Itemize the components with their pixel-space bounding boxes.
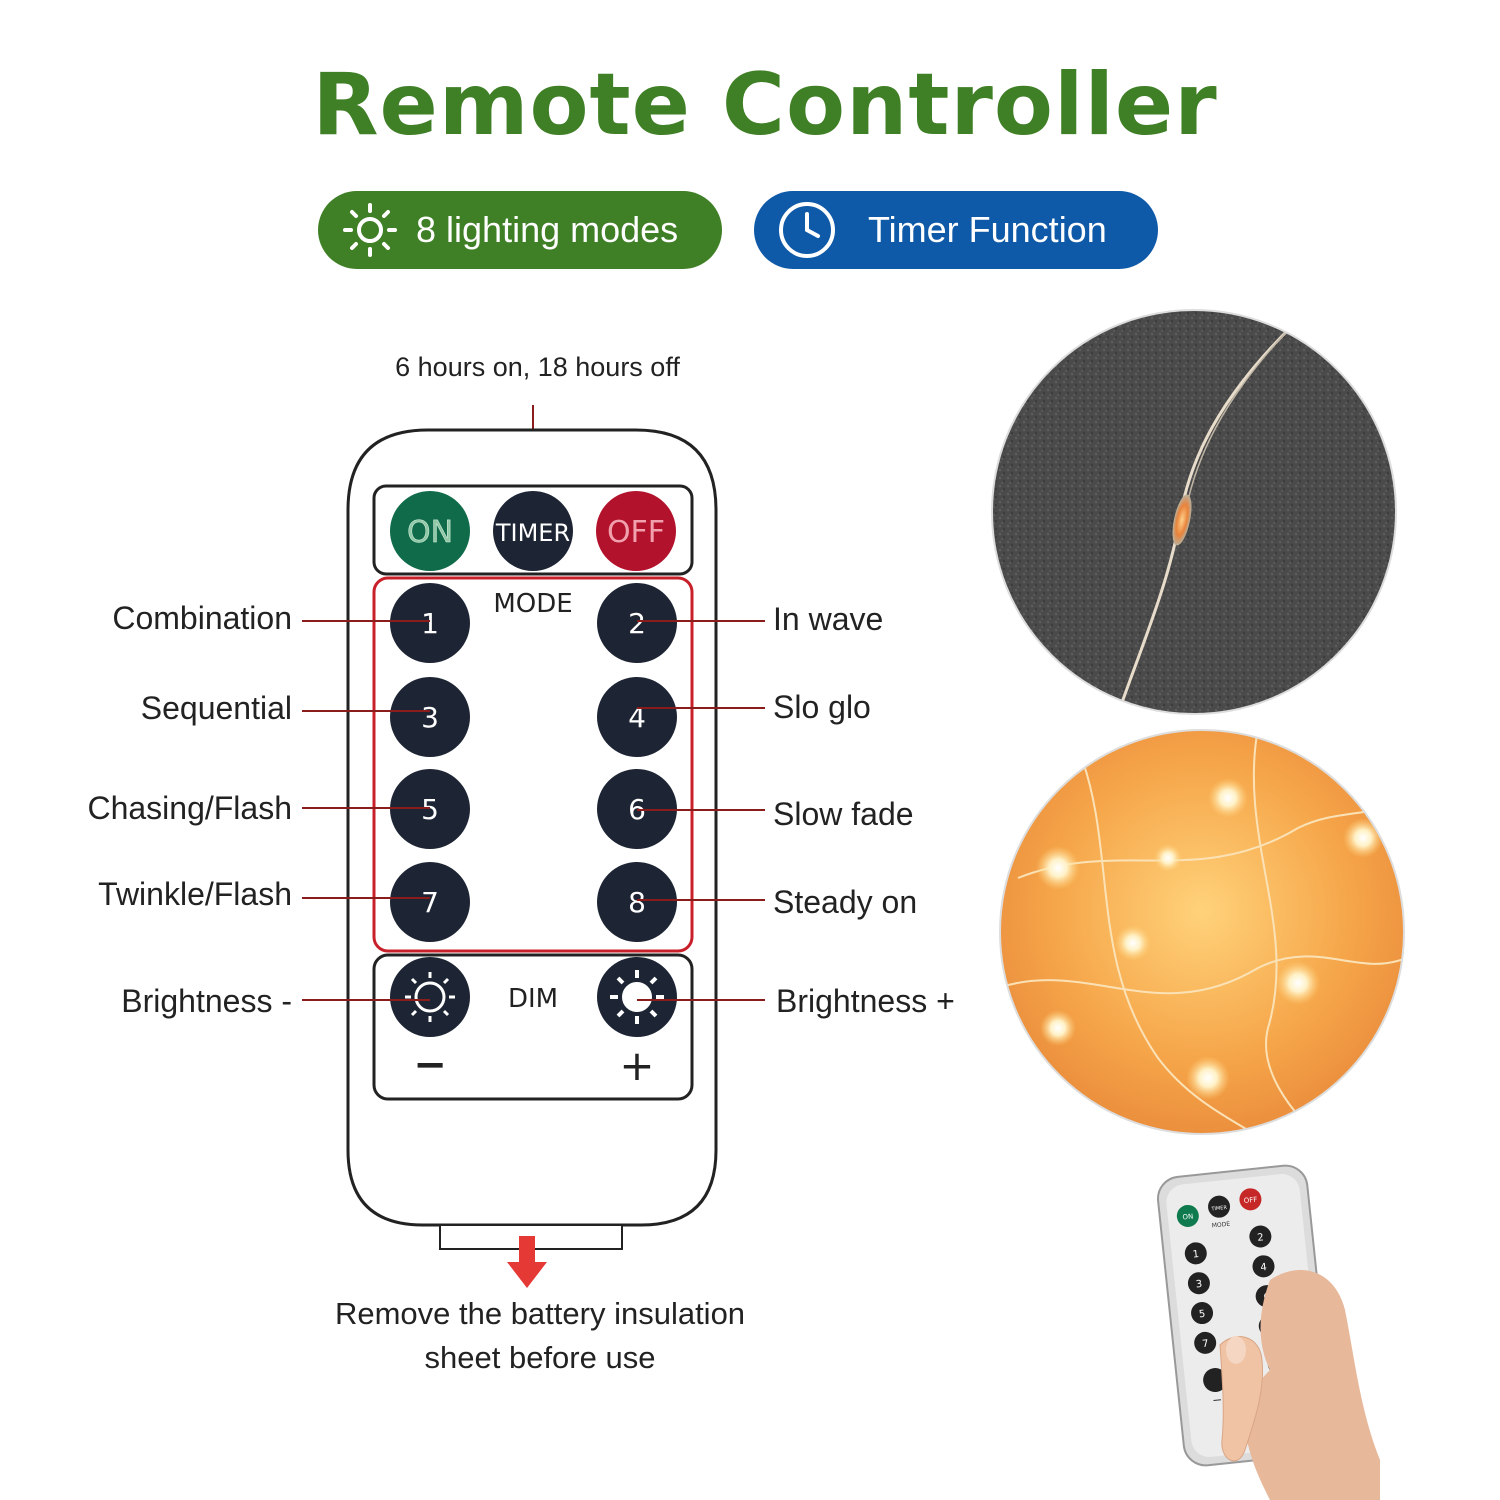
hand-mode-button-label-1: 1 xyxy=(1192,1249,1199,1261)
hand-minus-label: − xyxy=(1211,1392,1222,1407)
page-title: Remote Controller xyxy=(312,55,1218,155)
hand-mode-button-7 xyxy=(1194,1331,1217,1354)
mode-label-slo-glo: Slo glo xyxy=(773,689,871,725)
brightness-down-button[interactable] xyxy=(390,957,470,1037)
off-button[interactable] xyxy=(596,491,676,571)
mode-label: MODE xyxy=(493,589,572,619)
hand-mode-button-label-5: 5 xyxy=(1198,1309,1205,1321)
hand-mode-button-3 xyxy=(1187,1272,1210,1295)
hand-timer-label: TIMER xyxy=(1210,1205,1228,1213)
hand-mode-label: MODE xyxy=(1211,1221,1230,1230)
mode-label-combination: Combination xyxy=(112,600,292,636)
mode-button-2[interactable] xyxy=(597,583,677,663)
left-leader-lines xyxy=(302,620,430,1001)
hand-mode-button-4 xyxy=(1252,1255,1275,1278)
plus-label: + xyxy=(619,1041,654,1090)
lighting-modes-badge: 8 lighting modes xyxy=(318,191,722,269)
mode-label-in-wave: In wave xyxy=(773,601,884,637)
mode-button-label-7: 7 xyxy=(421,886,439,919)
mode-label-sequential: Sequential xyxy=(140,690,292,726)
down-arrow-icon xyxy=(507,1236,547,1288)
hand-mode-button-label-2: 2 xyxy=(1257,1232,1264,1244)
mode-panel xyxy=(372,576,694,953)
clock-icon xyxy=(779,202,835,258)
timer-button[interactable] xyxy=(493,491,573,571)
timer-note: 6 hours on, 18 hours off xyxy=(395,352,680,382)
mode-label-twinkle-flash: Twinkle/Flash xyxy=(98,876,292,912)
hand-on-label: ON xyxy=(1182,1212,1194,1221)
mode-button-label-1: 1 xyxy=(421,607,439,640)
mode-button-8[interactable] xyxy=(597,862,677,942)
mode-button-label-4: 4 xyxy=(628,701,646,734)
brightness-down-icon xyxy=(405,972,455,1022)
hand-mode-button-5 xyxy=(1191,1302,1214,1325)
timer-function-badge: Timer Function xyxy=(754,191,1158,269)
fairy-lights-photo xyxy=(999,729,1405,1135)
on-button-label: ON xyxy=(407,515,453,550)
hand-mode-button-label-3: 3 xyxy=(1195,1279,1202,1291)
brightness-up-label: Brightness + xyxy=(776,983,955,1019)
hand-off-label: OFF xyxy=(1243,1196,1257,1205)
minus-label: − xyxy=(413,1042,447,1088)
lighting-modes-label: 8 lighting modes xyxy=(416,209,679,250)
hand-mode-button-1 xyxy=(1184,1242,1207,1265)
off-button-label: OFF xyxy=(607,515,665,550)
mode-button-label-2: 2 xyxy=(628,607,646,640)
mode-label-chasing-flash: Chasing/Flash xyxy=(87,790,292,826)
brightness-down-label: Brightness - xyxy=(121,983,292,1019)
mode-button-label-5: 5 xyxy=(421,793,439,826)
brightness-up-icon xyxy=(610,970,664,1024)
battery-note-line1: Remove the battery insulation xyxy=(334,1296,746,1331)
mode-button-1[interactable] xyxy=(390,583,470,663)
hand-mode-button-2 xyxy=(1249,1225,1272,1248)
battery-note-line2: sheet before use xyxy=(424,1340,656,1375)
wire-closeup-photo xyxy=(991,309,1397,715)
mode-button-label-3: 3 xyxy=(421,701,439,734)
mode-label-slow-fade: Slow fade xyxy=(773,796,914,832)
sun-icon xyxy=(343,203,397,257)
mode-button-label-8: 8 xyxy=(628,886,646,919)
right-leader-lines xyxy=(637,620,765,1001)
hand-mode-button-label-4: 4 xyxy=(1260,1262,1267,1274)
mode-button-4[interactable] xyxy=(597,677,677,757)
timer-function-label: Timer Function xyxy=(868,209,1107,250)
mode-button-7[interactable] xyxy=(390,862,470,942)
hand-shape xyxy=(1244,1270,1380,1500)
mode-label-steady-on: Steady on xyxy=(773,884,918,920)
on-button[interactable] xyxy=(390,491,470,571)
timer-button-label: TIMER xyxy=(495,519,570,547)
mode-button-3[interactable] xyxy=(390,677,470,757)
dim-label: DIM xyxy=(508,984,558,1014)
hand-mode-button-label-7: 7 xyxy=(1202,1339,1209,1351)
battery-note: Remove the battery insulation sheet befo… xyxy=(280,1292,800,1380)
